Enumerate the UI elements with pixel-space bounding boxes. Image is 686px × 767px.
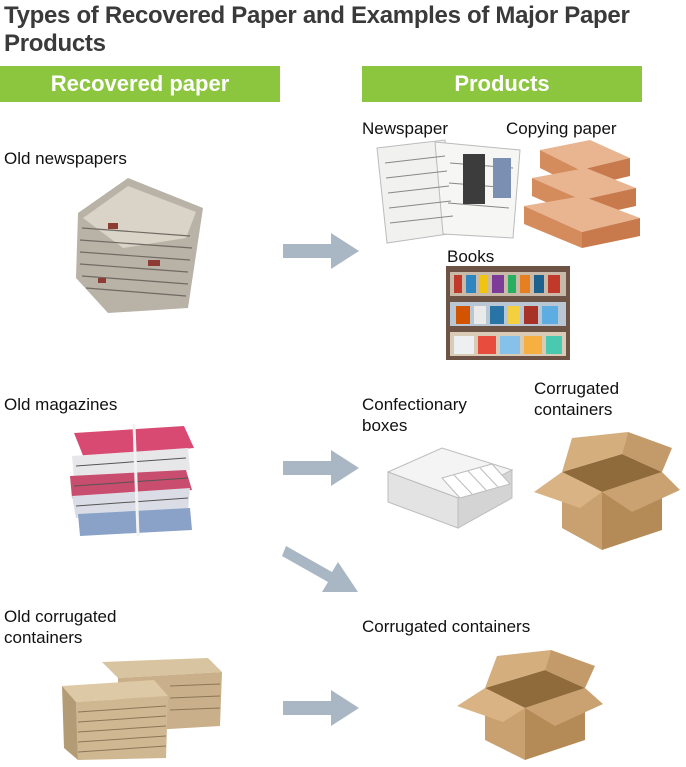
label-books: Books bbox=[447, 247, 495, 266]
label-newspaper: Newspaper bbox=[362, 119, 448, 138]
page-title: Types of Recovered Paper and Examples of… bbox=[4, 2, 630, 57]
corrugated-container-image-top bbox=[534, 432, 680, 550]
arrow-corrugated-to-products bbox=[283, 690, 359, 726]
corrugated-container-image-bottom bbox=[457, 650, 603, 760]
old-corrugated-containers-image bbox=[62, 658, 222, 760]
label-corrugated-containers-bottom: Corrugated containers bbox=[362, 617, 531, 636]
label-corrugated-containers-top: Corrugated containers bbox=[534, 379, 620, 419]
newspaper-image bbox=[376, 139, 521, 244]
books-image bbox=[446, 266, 570, 360]
old-newspapers-image bbox=[76, 178, 203, 313]
copying-paper-image bbox=[524, 140, 640, 248]
label-confectionary-boxes: Confectionary boxes bbox=[362, 395, 467, 435]
arrow-magazines-diagonal bbox=[282, 546, 358, 592]
header-recovered-paper: Recovered paper bbox=[0, 66, 280, 102]
arrow-magazines-to-products bbox=[283, 450, 359, 486]
label-copying-paper: Copying paper bbox=[506, 119, 617, 138]
arrow-newspapers-to-products bbox=[283, 233, 359, 269]
label-old-newspapers: Old newspapers bbox=[4, 149, 127, 168]
confectionary-boxes-image bbox=[386, 447, 514, 529]
header-products: Products bbox=[362, 66, 642, 102]
label-old-magazines: Old magazines bbox=[4, 395, 118, 414]
old-magazines-image bbox=[70, 423, 194, 537]
label-old-corrugated-containers: Old corrugated containers bbox=[4, 607, 117, 647]
